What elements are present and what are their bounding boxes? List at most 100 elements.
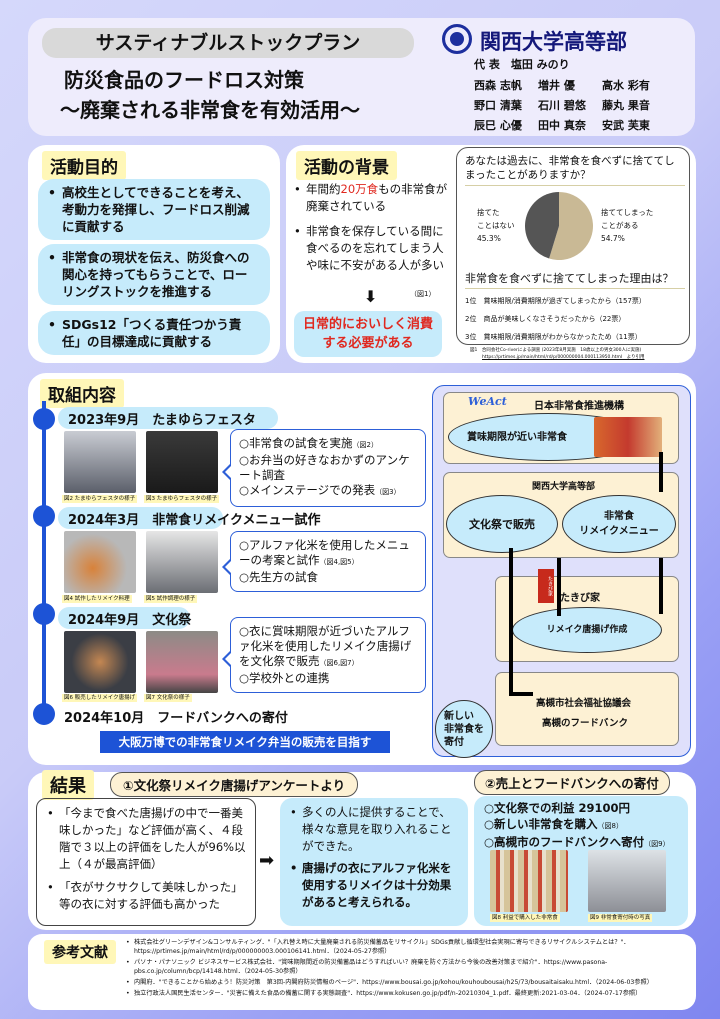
reason: 1位 賞味期限/消費期限が過ぎてしまったから（157票） <box>465 297 646 305</box>
event-date: 2024年3月 非常食リメイクメニュー試作 <box>58 507 320 529</box>
reason: 3位 賞味期限/消費期限がわからなかったため（11票） <box>465 333 642 341</box>
purpose-item: SDGs12「つくる責任つかう責任」の目標達成に貢献する <box>38 311 270 355</box>
activities-panel: 取組内容 2023年9月 たまゆらフェスタ 図2 たまゆらフェスタの様子 図3 … <box>28 373 696 765</box>
poster-subtitle: 〜廃棄される非常食を有効活用〜 <box>60 98 360 122</box>
purpose-item: 非常食の現状を伝え、防災食への関心を持ってもらうことで、ローリングストックを推進… <box>38 244 270 305</box>
conclusion-box: 日常的においしく消費する必要がある <box>294 311 442 357</box>
photo-fig7 <box>146 631 218 693</box>
members: 西森 志帆増井 優高水 彩有 野口 清葉石川 碧悠藤丸 果音 辰巳 心優田中 真… <box>474 79 650 132</box>
arrow-up-icon <box>557 558 561 616</box>
org-shakyo: 高槻市社会福祉協議会 <box>536 698 632 709</box>
org-takibiya: たきび家 <box>560 593 600 604</box>
org-weact: 日本非常食推進機構 <box>534 401 624 412</box>
school-box: 関西大学高等部 文化祭で販売 非常食 リメイクメニュー <box>443 472 679 558</box>
background-item: 年間約20万食もの非常食が廃棄されている <box>292 181 452 215</box>
event-date: 2023年9月 たまゆらフェスタ <box>58 407 278 429</box>
sales-item: ○新しい非常食を購入（図8） <box>484 817 624 831</box>
takibiya-sign: たきび家 <box>538 569 554 603</box>
survey-caption: 図1 合同会社Co-riverによる調査 (2023年8月実施 18歳以上の男女… <box>470 348 645 360</box>
sales-box: ○文化祭での利益 29100円 ○新しい非常食を購入（図8） ○高槻市のフードバ… <box>474 796 688 926</box>
timeline-dot <box>33 408 55 430</box>
references-panel: 参考文献 株式会社グリーンデザイン&コンサルティング．"「入れ替え時に大量廃棄さ… <box>28 934 696 1010</box>
event-date: 2024年9月 文化祭 <box>58 607 191 629</box>
arrow-path-icon <box>509 548 513 696</box>
remake-karaage: リメイク唐揚げ作成 <box>512 607 662 653</box>
pie-slice-0 <box>549 192 593 260</box>
pie-chart <box>525 192 593 260</box>
pie-slice-1 <box>525 192 559 259</box>
reason: 2位 商品が美味しくなさそうだったから（22票） <box>465 315 626 323</box>
representative: 代 表 塩田 みのり <box>474 58 570 71</box>
photo-caption: 図2 たまゆらフェスタの様子 <box>62 495 138 503</box>
weact-box: WeAct 日本非常食推進機構 賞味期限が近い非常食 <box>443 392 679 464</box>
results-sub2: ②売上とフードバンクへの寄付 <box>474 770 670 795</box>
photo-caption: 図9 非常食寄付時の写真 <box>588 914 653 922</box>
background-item: 非常食を保存している間に食べるのを忘れてしまう人や味に不安がある人が多い <box>292 223 452 274</box>
arrow-down-icon <box>659 452 663 492</box>
timeline-dot <box>33 505 55 527</box>
timeline-line <box>42 401 46 713</box>
photo-caption: 図6 販売したリメイク唐揚げ <box>62 694 138 702</box>
photo-caption: 図7 文化祭の様子 <box>144 694 192 702</box>
references-heading: 参考文献 <box>44 940 116 964</box>
reference-item: 株式会社グリーンデザイン&コンサルティング．"「入れ替え時に大量廃棄される防災備… <box>126 938 688 956</box>
photo-fig9 <box>588 850 666 912</box>
right-arrow-icon: ➡ <box>259 850 275 871</box>
subtitle-pill: サスティナブルストックプラン <box>42 28 414 58</box>
photo-fig4 <box>64 531 136 593</box>
finding: 多くの人に提供することで、様々な意見を取り入れることができた。 <box>288 804 462 855</box>
reference-item: パソナ・パナソニック ビジネスサービス株式会社．"賞味期限間近の防災備蓄品はどう… <box>126 958 688 976</box>
quote: 「衣がサクサクして美味しかった」等の衣に対する評価も高かった <box>45 879 249 913</box>
school-name-flow: 関西大学高等部 <box>532 482 596 492</box>
takibiya-box: たきび家 たきび家 リメイク唐揚げ作成 <box>495 569 679 662</box>
background-list: 年間約20万食もの非常食が廃棄されている 非常食を保存している間に食べるのを忘れ… <box>292 181 452 274</box>
sales-item: ○高槻市のフードバンクへ寄付（図9） <box>484 835 670 849</box>
remake-menu: 非常食 リメイクメニュー <box>562 495 676 553</box>
purpose-panel: 活動目的 高校生としてできることを考え、考動力を発揮し、フードロス削減に貢献する… <box>28 145 280 363</box>
fig-ref: （図1） <box>410 290 436 298</box>
photo-fig3 <box>146 431 218 493</box>
background-heading: 活動の背景 <box>296 151 397 180</box>
quotes-box: 「今まで食べた唐揚げの中で一番美味しかった」など評価が高く、４段階で３以上の評価… <box>36 798 256 926</box>
background-panel: 活動の背景 年間約20万食もの非常食が廃棄されている 非常食を保存している間に食… <box>286 145 696 363</box>
event-points: ○衣に賞味期限が近づいたアルファ化米を使用したリメイク唐揚げを文化祭で販売（図6… <box>222 617 426 693</box>
photo-caption: 図5 試作調理の様子 <box>144 595 198 603</box>
arrow-down-icon <box>659 558 663 614</box>
reference-item: 独立行政法人国民生活センター．"災害に備えた食品の備蓄に関する実態調査"．htt… <box>126 989 688 998</box>
photo-caption: 図8 利益で購入した非常食 <box>490 914 560 922</box>
photo-caption: 図3 たまゆらフェスタの様子 <box>144 495 220 503</box>
findings-box: 多くの人に提供することで、様々な意見を取り入れることができた。 唐揚げの衣にアル… <box>280 798 468 926</box>
timeline-dot <box>33 703 55 725</box>
foodbank-box: 高槻市社会福祉協議会 高槻のフードバンク <box>495 672 679 746</box>
poster-title: 防災食品のフードロス対策 <box>64 68 304 92</box>
header-panel: サスティナブルストックプラン 防災食品のフードロス対策 〜廃棄される非常食を有効… <box>28 18 695 136</box>
timeline-dot <box>33 603 55 625</box>
event-points: ○非常食の試食を実施（図2） ○お弁当の好きなおかずのアンケート調査 ○メインス… <box>222 429 426 507</box>
sell-at-festival: 文化祭で販売 <box>446 495 558 553</box>
sales-item: ○文化祭での利益 29100円 <box>484 801 631 815</box>
photo-fig8 <box>490 850 568 912</box>
finding: 唐揚げの衣にアルファ化米を使用するリメイクは十分効果があると考えられる。 <box>288 860 462 911</box>
emergency-food-photo <box>594 417 662 457</box>
flow-diagram: WeAct 日本非常食推進機構 賞味期限が近い非常食 関西大学高等部 文化祭で販… <box>432 385 691 758</box>
down-arrow-icon: ⬇ <box>364 287 378 306</box>
school-logo-icon <box>442 24 472 54</box>
results-panel: 結果 ①文化祭リメイク唐揚げアンケートより 「今まで食べた唐揚げの中で一番美味し… <box>28 770 696 930</box>
references-list: 株式会社グリーンデザイン&コンサルティング．"「入れ替え時に大量廃棄される防災備… <box>126 938 688 1000</box>
quote: 「今まで食べた唐揚げの中で一番美味しかった」など評価が高く、４段階で３以上の評価… <box>45 805 249 873</box>
results-sub1: ①文化祭リメイク唐揚げアンケートより <box>110 772 359 797</box>
purpose-heading: 活動目的 <box>42 151 126 180</box>
photo-fig6 <box>64 631 136 693</box>
goal-banner: 大阪万博での非常食リメイク弁当の販売を目指す <box>100 731 390 753</box>
arrow-path-icon <box>509 692 533 696</box>
weact-logo: WeAct <box>468 395 507 408</box>
school-name: 関西大学高等部 <box>480 30 627 54</box>
photo-fig5 <box>146 531 218 593</box>
photo-caption: 図4 試作したリメイク料理 <box>62 595 132 603</box>
donate-circle: 新しい 非常食を 寄付 <box>435 700 493 758</box>
photo-fig2 <box>64 431 136 493</box>
reference-item: 内閣府．"できることから始めよう！防災対策 第3回-内閣府防災情報のページ"．h… <box>126 978 688 987</box>
activities-heading: 取組内容 <box>40 379 124 408</box>
